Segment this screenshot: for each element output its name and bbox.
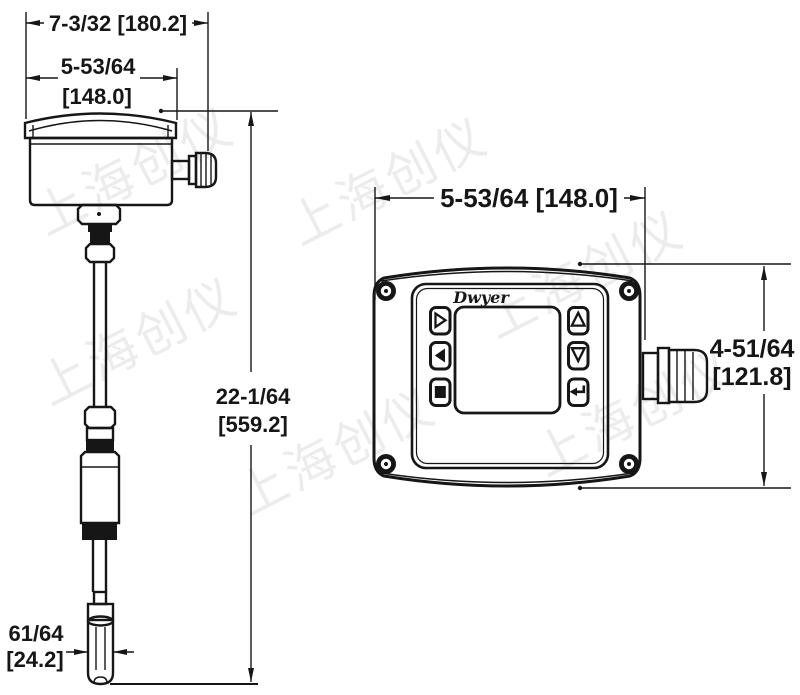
dim-overall-width-label: 7-3/32 [180.2] xyxy=(49,11,187,36)
dim-tip-label-1: 61/64 xyxy=(8,621,64,646)
dim-head-width-label-2: [148.0] xyxy=(62,84,132,109)
sensor-barrel xyxy=(79,450,121,525)
brand-logo: Dwyer xyxy=(452,288,510,307)
hex-nut-lower xyxy=(83,405,117,430)
enclosure-bottom-inner-arc xyxy=(380,472,634,484)
head-body xyxy=(28,136,174,207)
screw-icon xyxy=(619,454,639,474)
black-collar xyxy=(88,224,112,232)
cable-gland-side xyxy=(170,151,218,189)
enter-return-icon xyxy=(569,385,586,396)
hex-nut-upper xyxy=(84,242,116,264)
front-view-dimensions: 5-53/64 [148.0] 4-51/64 [121.8] xyxy=(374,183,795,491)
dim-overall-width: 7-3/32 [180.2] xyxy=(26,11,208,36)
head-dome-inner-arc xyxy=(28,119,173,132)
dim-front-height-label-1: 4-51/64 xyxy=(710,335,795,363)
face-plate xyxy=(410,282,610,470)
side-view-dimensions: 7-3/32 [180.2] 5-53/64 [148.0] 22-1/64 [… xyxy=(6,11,291,682)
dim-overall-height: 22-1/64 [559.2] xyxy=(158,108,291,682)
screw-icon xyxy=(376,454,396,474)
arrow-right-icon xyxy=(434,311,448,330)
black-band-upper xyxy=(86,440,114,452)
display-screen xyxy=(453,305,562,415)
screw-icon xyxy=(376,281,396,301)
dim-head-width-label-1: 5-53/64 xyxy=(61,54,136,79)
screw-icon xyxy=(619,281,639,301)
dim-overall-height-label-1: 22-1/64 xyxy=(216,384,291,409)
corner-screws xyxy=(376,281,639,474)
dim-front-height: 4-51/64 [121.8] xyxy=(577,261,795,491)
hex-fitting xyxy=(76,203,122,226)
threaded-stud xyxy=(90,232,110,244)
collar-ring xyxy=(85,426,115,442)
dim-tip-label-2: [24.2] xyxy=(6,647,63,672)
dim-tip-diameter: 61/64 [24.2] xyxy=(6,621,134,672)
button-enter xyxy=(567,377,590,407)
side-view xyxy=(23,112,258,686)
arrow-left-icon xyxy=(434,348,445,363)
button-up xyxy=(567,306,590,336)
keypad-right-column xyxy=(567,306,590,407)
enclosure-outline xyxy=(372,266,642,488)
process-connection xyxy=(76,203,122,686)
hex-fitting-dot xyxy=(97,212,101,216)
head-dome-outline xyxy=(23,112,178,140)
probe-tip xyxy=(86,602,115,686)
dim-front-width-label: 5-53/64 [148.0] xyxy=(440,183,618,213)
arrow-down-icon xyxy=(569,347,587,364)
keypad-left-column xyxy=(429,306,452,407)
enclosure-top-inner-arc xyxy=(380,270,634,282)
arrow-up-icon xyxy=(569,310,587,327)
face-plate-inner-line xyxy=(415,287,605,465)
button-down xyxy=(567,341,590,371)
button-left xyxy=(429,341,452,371)
dim-front-width: 5-53/64 [148.0] xyxy=(374,183,646,340)
dim-overall-height-label-2: [559.2] xyxy=(218,412,288,437)
black-band-lower xyxy=(82,523,117,540)
stop-square-icon xyxy=(434,386,446,398)
cable-gland-front xyxy=(641,346,709,405)
dim-front-height-label-2: [121.8] xyxy=(712,363,791,391)
watermark-text: 上海创仪 xyxy=(279,107,498,257)
dim-head-width: 5-53/64 [148.0] xyxy=(26,54,177,109)
button-menu xyxy=(429,377,452,407)
front-view: Dwyer xyxy=(372,266,709,488)
button-right xyxy=(429,306,452,336)
stem-collar xyxy=(92,590,108,606)
